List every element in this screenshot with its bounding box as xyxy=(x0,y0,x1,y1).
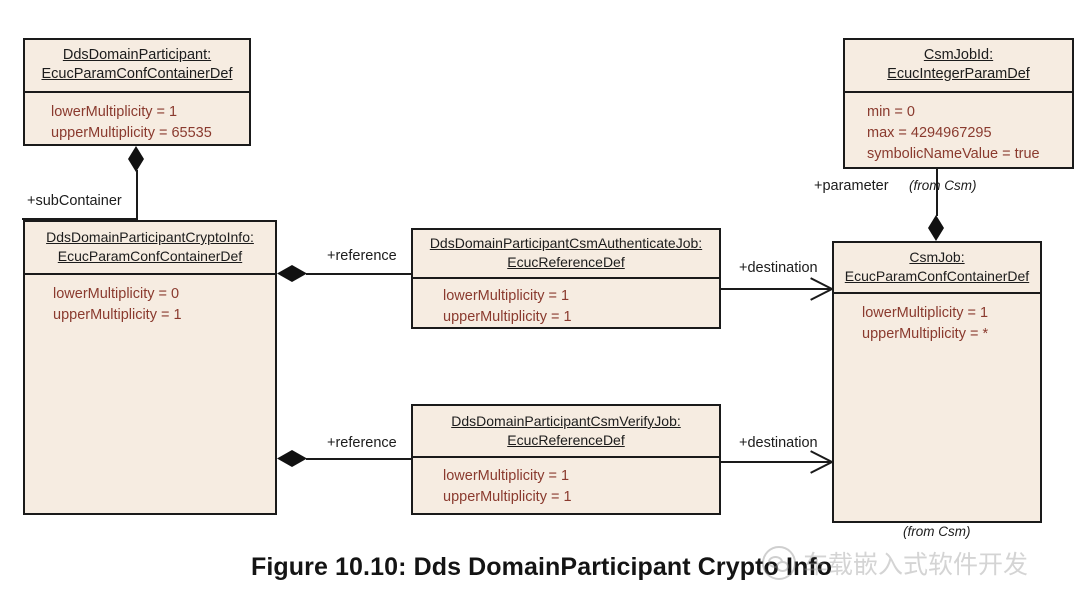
class-stereotype: EcucParamConfContainerDef xyxy=(41,66,233,82)
class-stereotype: EcucReferenceDef xyxy=(507,432,625,448)
connector-destination-authenticate xyxy=(721,288,832,290)
class-header: DdsDomainParticipantCsmVerifyJob: EcucRe… xyxy=(413,406,719,458)
composition-diamond-reference-verify xyxy=(277,450,307,467)
edge-label-destination-authenticate: +destination xyxy=(739,260,818,276)
edge-label-parameter: +parameter xyxy=(814,178,889,194)
class-header: DdsDomainParticipantCryptoInfo: EcucPara… xyxy=(25,222,275,275)
package-note-csm-job-id: (from Csm) xyxy=(909,178,977,193)
arrow-head-destination-authenticate-icon xyxy=(810,276,832,300)
attribute-min: min = 0 xyxy=(867,104,915,120)
attribute-upper-multiplicity: upperMultiplicity = 1 xyxy=(443,309,572,325)
composition-diamond-reference-authenticate xyxy=(277,265,307,282)
class-box-csm-job-id[interactable]: CsmJobId: EcucIntegerParamDef min = 0 ma… xyxy=(843,38,1074,169)
attribute-upper-multiplicity: upperMultiplicity = * xyxy=(862,326,989,342)
class-name: DdsDomainParticipantCsmVerifyJob: xyxy=(451,413,681,429)
connector-reference-authenticate xyxy=(306,273,411,275)
connector-sub-container-horizontal xyxy=(22,218,136,220)
class-attributes: min = 0 max = 4294967295 symbolicNameVal… xyxy=(845,93,1072,173)
attribute-lower-multiplicity: lowerMultiplicity = 1 xyxy=(443,288,570,304)
attribute-lower-multiplicity: lowerMultiplicity = 0 xyxy=(53,286,180,302)
class-attributes: lowerMultiplicity = 1 upperMultiplicity … xyxy=(413,279,719,336)
edge-label-sub-container: +subContainer xyxy=(27,193,122,209)
class-name: DdsDomainParticipantCryptoInfo: xyxy=(46,229,254,245)
attribute-max: max = 4294967295 xyxy=(867,125,992,141)
connector-destination-verify xyxy=(721,461,832,463)
edge-label-destination-verify: +destination xyxy=(739,435,818,451)
connector-sub-container-vertical xyxy=(136,170,138,220)
class-attributes: lowerMultiplicity = 1 upperMultiplicity … xyxy=(25,93,249,152)
attribute-upper-multiplicity: upperMultiplicity = 1 xyxy=(443,489,572,505)
edge-label-reference-verify: +reference xyxy=(327,435,397,451)
watermark-text: 车载嵌入式软件开发 xyxy=(803,550,1029,579)
class-stereotype: EcucParamConfContainerDef xyxy=(57,248,243,264)
package-note-csm-job: (from Csm) xyxy=(903,524,971,539)
attribute-lower-multiplicity: lowerMultiplicity = 1 xyxy=(862,305,989,321)
class-attributes: lowerMultiplicity = 0 upperMultiplicity … xyxy=(25,275,275,334)
edge-label-reference-authenticate: +reference xyxy=(327,248,397,264)
attribute-upper-multiplicity: upperMultiplicity = 1 xyxy=(53,307,182,323)
class-box-dds-domain-participant[interactable]: DdsDomainParticipant: EcucParamConfConta… xyxy=(23,38,251,146)
composition-diamond-sub-container xyxy=(128,146,144,172)
class-header: DdsDomainParticipantCsmAuthenticateJob: … xyxy=(413,230,719,279)
composition-diamond-parameter xyxy=(928,215,944,241)
class-name: CsmJob: xyxy=(909,249,965,265)
class-header: CsmJobId: EcucIntegerParamDef xyxy=(845,40,1072,93)
class-header: CsmJob: EcucParamConfContainerDef xyxy=(834,243,1040,294)
class-header: DdsDomainParticipant: EcucParamConfConta… xyxy=(25,40,249,93)
class-attributes: lowerMultiplicity = 1 upperMultiplicity … xyxy=(834,294,1040,353)
attribute-lower-multiplicity: lowerMultiplicity = 1 xyxy=(443,468,570,484)
attribute-symbolic-name-value: symbolicNameValue = true xyxy=(867,146,1040,162)
connector-reference-verify xyxy=(306,458,411,460)
class-box-csm-job[interactable]: CsmJob: EcucParamConfContainerDef lowerM… xyxy=(832,241,1042,523)
arrow-head-destination-verify-icon xyxy=(810,449,832,473)
class-attributes: lowerMultiplicity = 1 upperMultiplicity … xyxy=(413,458,719,516)
class-name: DdsDomainParticipant: xyxy=(62,47,212,63)
class-stereotype: EcucReferenceDef xyxy=(507,254,625,270)
class-box-verify-job[interactable]: DdsDomainParticipantCsmVerifyJob: EcucRe… xyxy=(411,404,721,515)
attribute-lower-multiplicity: lowerMultiplicity = 1 xyxy=(51,104,178,120)
connector-parameter-vertical xyxy=(936,169,938,216)
class-stereotype: EcucParamConfContainerDef xyxy=(844,268,1030,284)
class-box-crypto-info[interactable]: DdsDomainParticipantCryptoInfo: EcucPara… xyxy=(23,220,277,515)
class-stereotype: EcucIntegerParamDef xyxy=(887,66,1030,82)
class-name: DdsDomainParticipantCsmAuthenticateJob: xyxy=(429,235,703,251)
class-name: CsmJobId: xyxy=(923,47,994,63)
figure-caption: Figure 10.10: Dds DomainParticipant Cryp… xyxy=(251,553,833,581)
attribute-upper-multiplicity: upperMultiplicity = 65535 xyxy=(51,125,212,141)
class-box-authenticate-job[interactable]: DdsDomainParticipantCsmAuthenticateJob: … xyxy=(411,228,721,329)
